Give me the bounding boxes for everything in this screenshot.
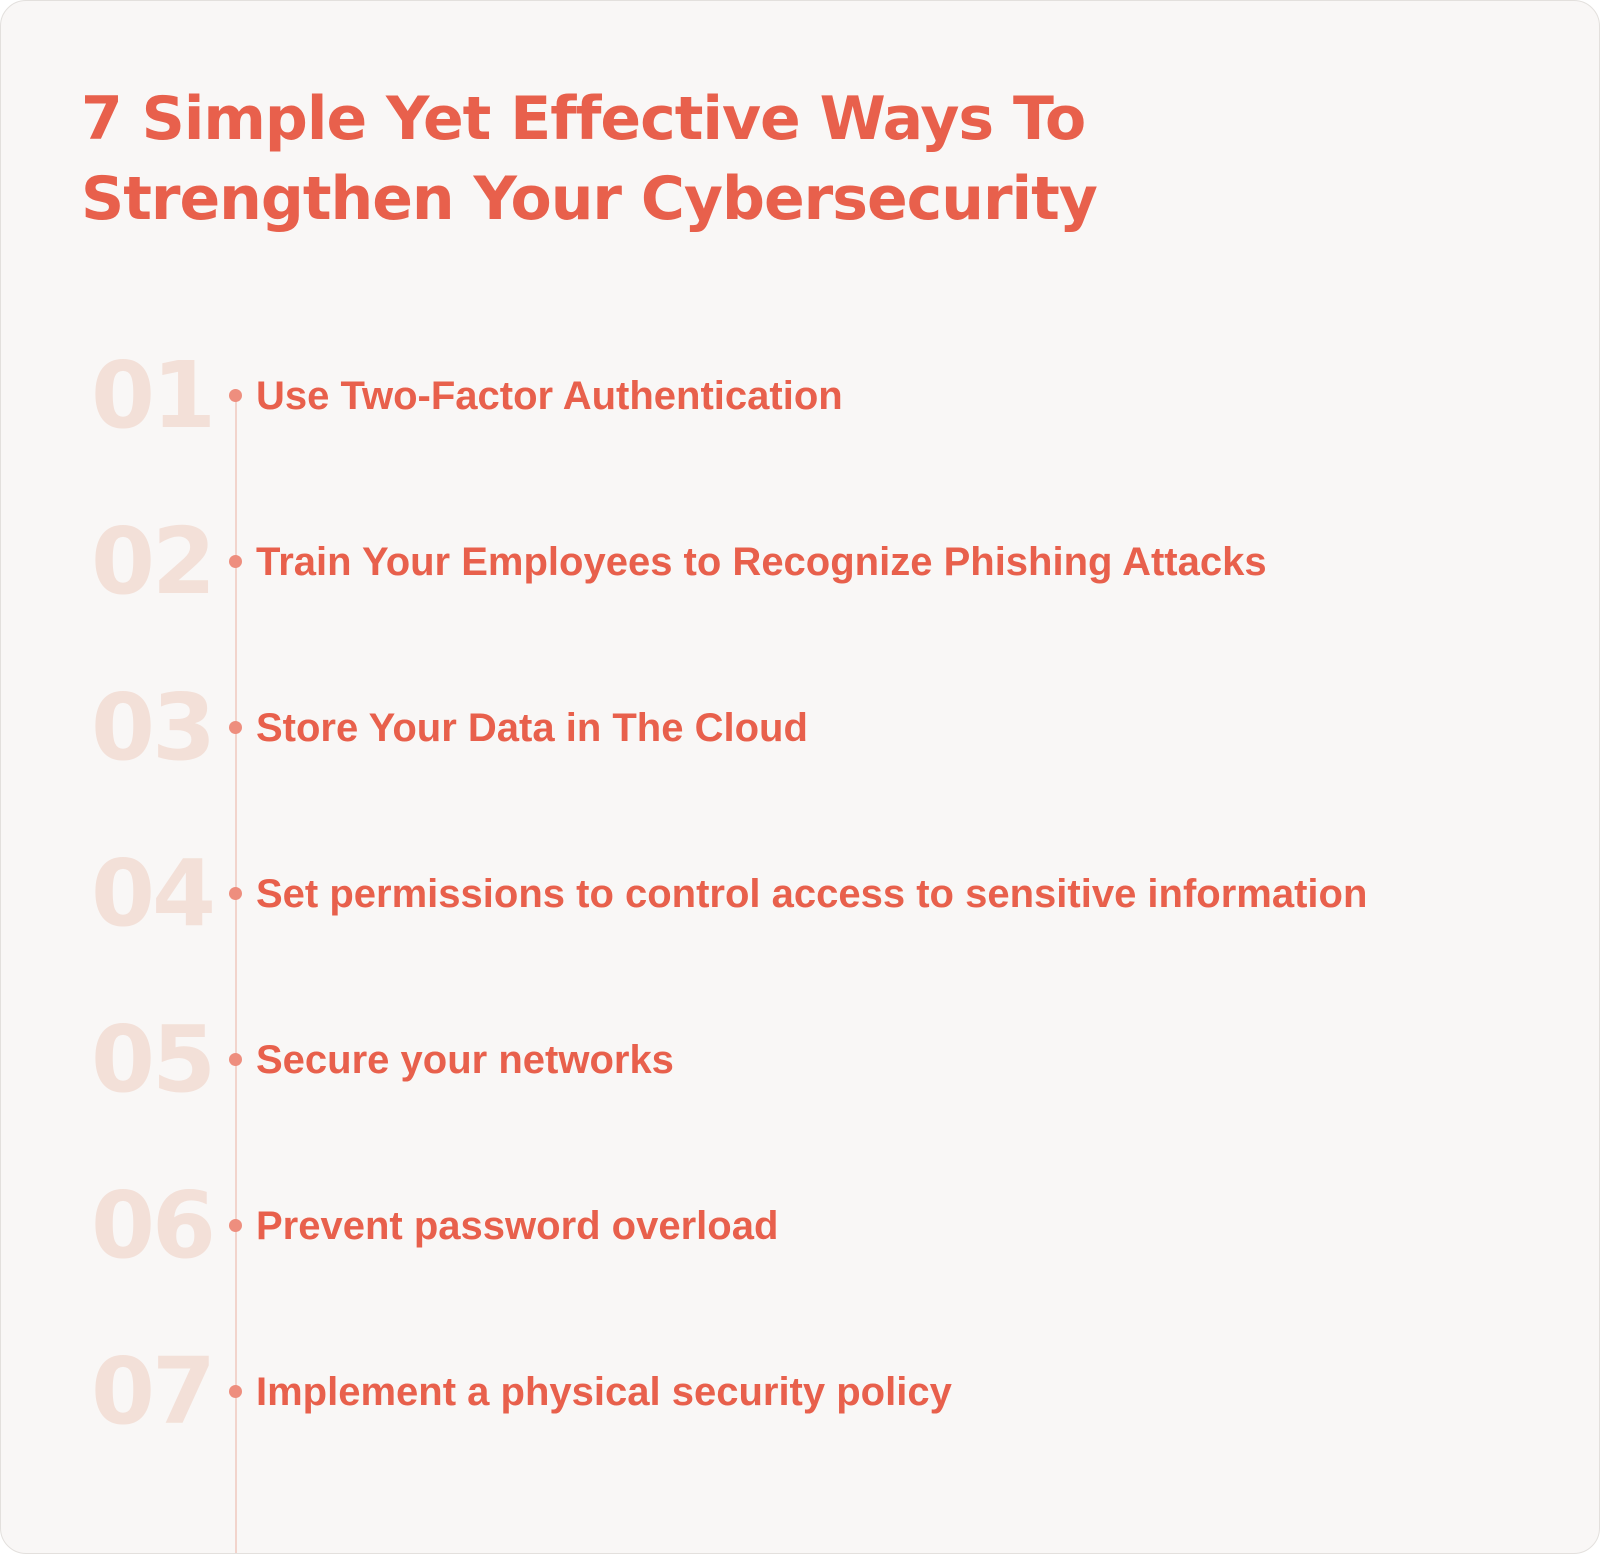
step-item-3: 03 Store Your Data in The Cloud [1, 673, 1599, 783]
step-number: 04 [90, 840, 216, 947]
title-line-1: 7 Simple Yet Effective Ways To [81, 84, 1086, 154]
step-item-4: 04 Set permissions to control access to … [1, 839, 1599, 949]
step-label: Set permissions to control access to sen… [256, 872, 1368, 916]
step-item-6: 06 Prevent password overload [1, 1171, 1599, 1281]
timeline-dot-icon [229, 721, 242, 734]
step-label: Prevent password overload [256, 1204, 779, 1248]
timeline-dot-icon [229, 1385, 242, 1398]
step-number: 07 [90, 1338, 216, 1445]
step-label: Implement a physical security policy [256, 1370, 952, 1414]
step-number: 06 [90, 1172, 216, 1279]
step-item-5: 05 Secure your networks [1, 1005, 1599, 1115]
step-label: Secure your networks [256, 1038, 674, 1082]
timeline-line [235, 395, 237, 1553]
step-item-1: 01 Use Two-Factor Authentication [1, 341, 1599, 451]
timeline-dot-icon [229, 555, 242, 568]
step-item-7: 07 Implement a physical security policy [1, 1337, 1599, 1447]
title-line-2: Strengthen Your Cybersecurity [81, 164, 1098, 234]
step-number: 01 [90, 342, 216, 449]
step-number: 02 [90, 508, 216, 615]
page-title: 7 Simple Yet Effective Ways To Strengthe… [81, 79, 1381, 239]
step-label: Store Your Data in The Cloud [256, 706, 808, 750]
timeline-dot-icon [229, 1219, 242, 1232]
step-number: 05 [90, 1006, 216, 1113]
step-number: 03 [90, 674, 216, 781]
step-label: Use Two-Factor Authentication [256, 374, 843, 418]
timeline-dot-icon [229, 1053, 242, 1066]
step-item-2: 02 Train Your Employees to Recognize Phi… [1, 507, 1599, 617]
timeline-dot-icon [229, 887, 242, 900]
step-label: Train Your Employees to Recognize Phishi… [256, 540, 1267, 584]
timeline-dot-icon [229, 389, 242, 402]
